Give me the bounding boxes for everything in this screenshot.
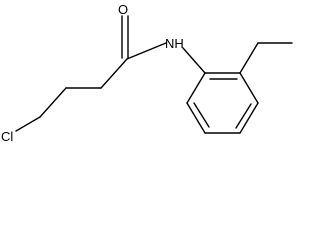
ring-bond-6	[186, 72, 206, 104]
bond-c4-c3	[39, 87, 67, 118]
bond-n-aryl	[182, 47, 206, 74]
chlorine-atom-label: Cl	[1, 129, 13, 144]
bond-c1-n	[126, 42, 167, 60]
bond-ring-ethyl	[239, 42, 259, 74]
ring-bond-3	[239, 102, 259, 134]
ring-double-3	[193, 102, 210, 128]
chemical-structure: Cl O NH	[1, 2, 293, 144]
oxygen-atom-label: O	[118, 2, 128, 17]
ring-bond-2	[239, 72, 259, 104]
ring-double-2	[235, 103, 252, 129]
ring-bond-5	[186, 102, 206, 134]
bond-c2-c1	[100, 58, 128, 89]
bond-cl-c4	[15, 116, 41, 132]
nitrogen-atom-label: NH	[165, 36, 184, 51]
